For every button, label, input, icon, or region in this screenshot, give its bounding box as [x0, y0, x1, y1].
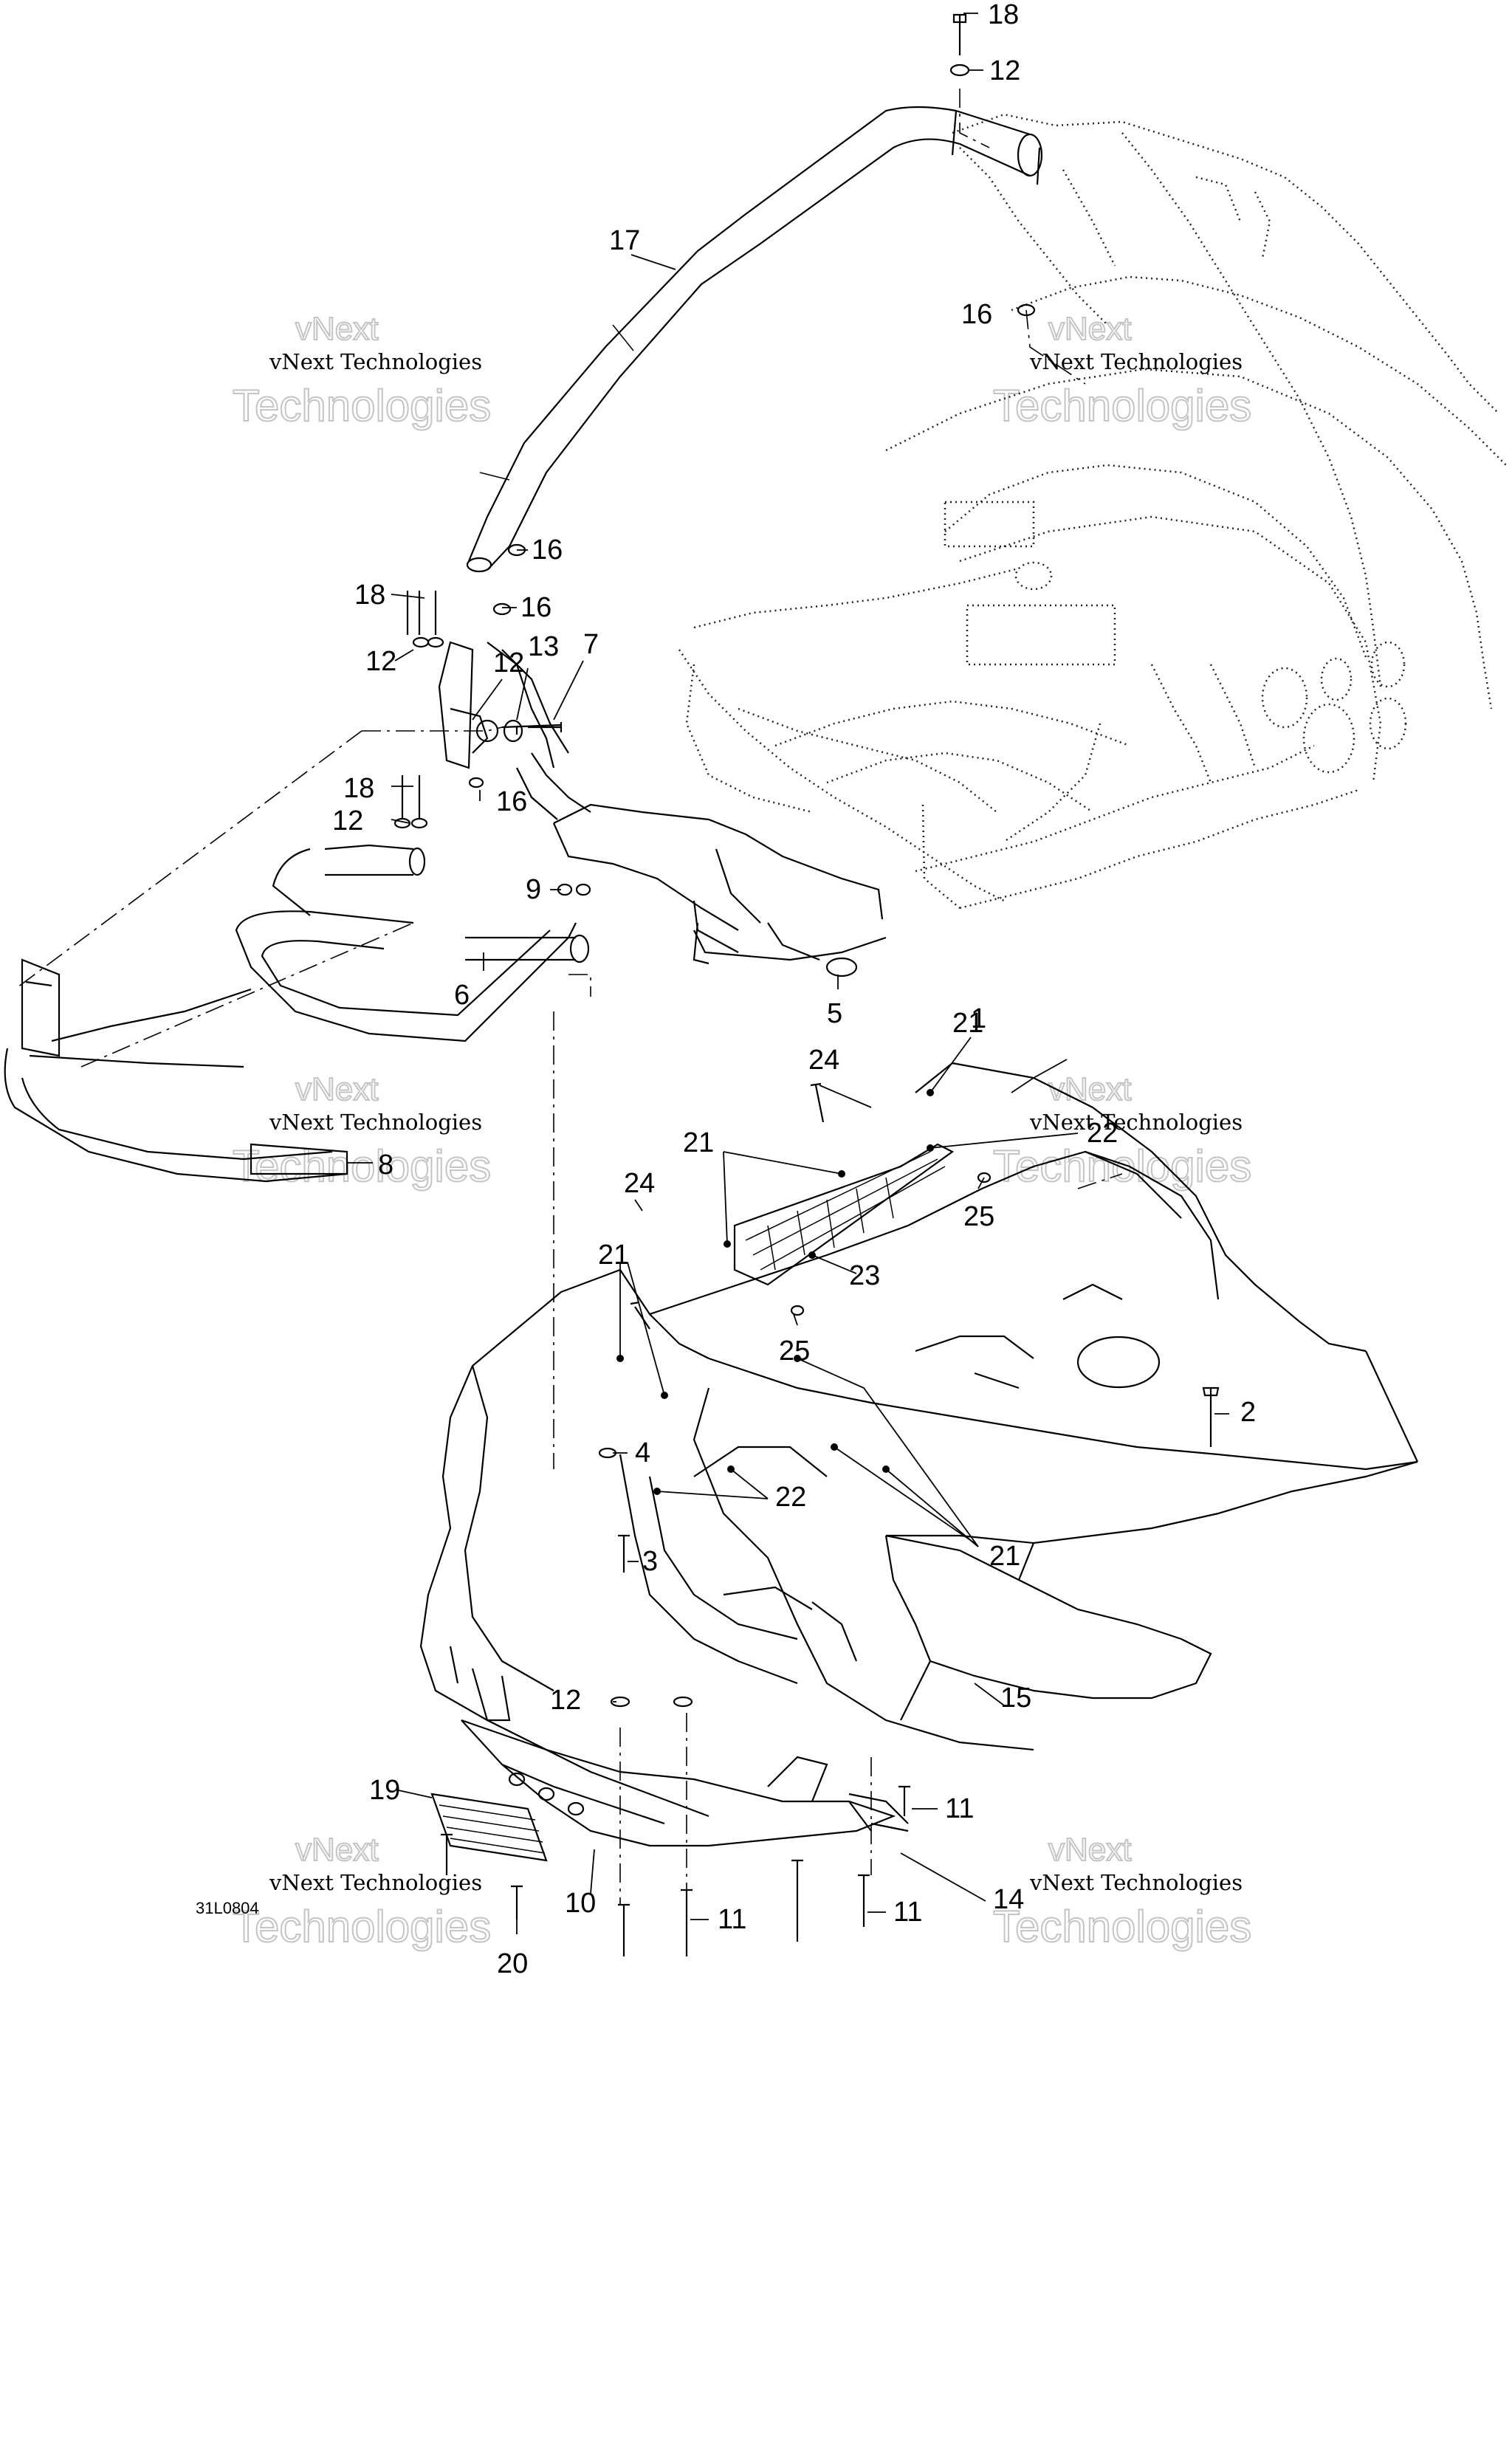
callout-12: 12	[989, 55, 1020, 86]
callout-21: 21	[989, 1541, 1020, 1572]
callout-17: 17	[609, 225, 640, 256]
watermark-big: Technologies	[233, 381, 491, 430]
callout-2: 2	[1240, 1397, 1256, 1428]
chassis-frame-reference	[678, 113, 1507, 910]
callout-23: 23	[849, 1260, 880, 1291]
callout-11: 11	[718, 1904, 746, 1935]
callout-15: 15	[1000, 1683, 1031, 1714]
callout-11: 11	[945, 1793, 974, 1824]
callout-25: 25	[963, 1201, 994, 1232]
watermark-big: Technologies	[233, 1141, 491, 1191]
watermark-big: Technologies	[993, 381, 1251, 430]
callout-18: 18	[988, 0, 1019, 30]
callout-19: 19	[369, 1775, 400, 1806]
callout-12: 12	[365, 646, 396, 677]
callout-13: 13	[528, 631, 559, 662]
callout-16: 16	[520, 592, 551, 623]
callout-18: 18	[343, 773, 374, 804]
front-bumper-8	[4, 958, 348, 1183]
callout-4: 4	[635, 1437, 650, 1468]
steering-bracket	[438, 641, 562, 769]
steering-loop-17	[466, 106, 1043, 573]
watermark-text: vNext Technologies	[269, 349, 482, 374]
callout-16: 16	[961, 299, 992, 330]
watermark-prefix: vNext	[1048, 1832, 1131, 1868]
callout-6: 6	[454, 980, 470, 1011]
watermark-text: vNext Technologies	[1029, 1110, 1243, 1135]
skid-plate-10	[461, 1719, 909, 1847]
watermark-prefix: vNext	[295, 1071, 378, 1107]
callout-18: 18	[354, 580, 385, 611]
watermark-bottom-right: vNext vNext Technologies Technologies	[992, 1831, 1252, 1952]
callout-12: 12	[493, 647, 524, 678]
grille-23	[733, 1143, 955, 1286]
callout-12: 12	[332, 805, 363, 836]
callout-24: 24	[808, 1045, 839, 1076]
callout-dots	[616, 1089, 934, 1495]
watermark-prefix: vNext	[295, 311, 378, 347]
callout-labels: 18 12 17 16 16 18 16 12 12 13 7 18 16 12…	[332, 0, 1256, 1979]
watermark-top-right: vNext vNext Technologies Technologies	[992, 310, 1252, 431]
fasteners	[394, 13, 1220, 1956]
callout-21: 21	[683, 1127, 714, 1158]
leader-lines	[347, 13, 1229, 1934]
watermark-text: vNext Technologies	[1029, 1870, 1243, 1895]
watermark-text: vNext Technologies	[269, 1870, 482, 1895]
drawing-code: 31L0804	[196, 1899, 259, 1917]
watermark-top-left: vNext vNext Technologies Technologies	[232, 310, 492, 431]
callout-16: 16	[532, 535, 563, 566]
callout-22: 22	[775, 1482, 806, 1513]
callout-9: 9	[526, 874, 541, 905]
callout-16: 16	[496, 786, 527, 817]
callout-25: 25	[779, 1336, 810, 1367]
watermark-prefix: vNext	[1048, 1071, 1131, 1107]
watermark-mid-right: vNext vNext Technologies Technologies	[992, 1071, 1252, 1192]
belly-pan-15	[419, 1062, 1418, 1818]
grille-19	[430, 1793, 548, 1862]
callout-1: 1	[971, 1003, 986, 1034]
callout-14: 14	[993, 1884, 1024, 1915]
callout-8: 8	[378, 1150, 394, 1181]
watermark-prefix: vNext	[295, 1832, 378, 1868]
callout-3: 3	[642, 1546, 658, 1577]
callout-21: 21	[952, 1008, 983, 1039]
callout-20: 20	[497, 1948, 528, 1979]
watermark-prefix: vNext	[1048, 311, 1131, 347]
callout-21: 21	[598, 1240, 629, 1271]
callout-22: 22	[1087, 1118, 1118, 1149]
watermark-big: Technologies	[233, 1902, 491, 1951]
watermark-bottom-left: vNext vNext Technologies Technologies	[232, 1831, 492, 1952]
watermark-mid-left: vNext vNext Technologies Technologies	[232, 1071, 492, 1192]
watermark-text: vNext Technologies	[269, 1110, 482, 1135]
watermark-big: Technologies	[993, 1902, 1251, 1951]
callout-11: 11	[893, 1897, 922, 1928]
callout-12: 12	[550, 1685, 581, 1716]
callout-5: 5	[827, 998, 842, 1029]
callout-24: 24	[624, 1168, 655, 1199]
reference-lines	[14, 89, 1123, 1905]
watermark-big: Technologies	[993, 1141, 1251, 1191]
steering-support-5	[487, 642, 887, 977]
callout-7: 7	[583, 629, 599, 660]
callout-10: 10	[565, 1888, 596, 1919]
